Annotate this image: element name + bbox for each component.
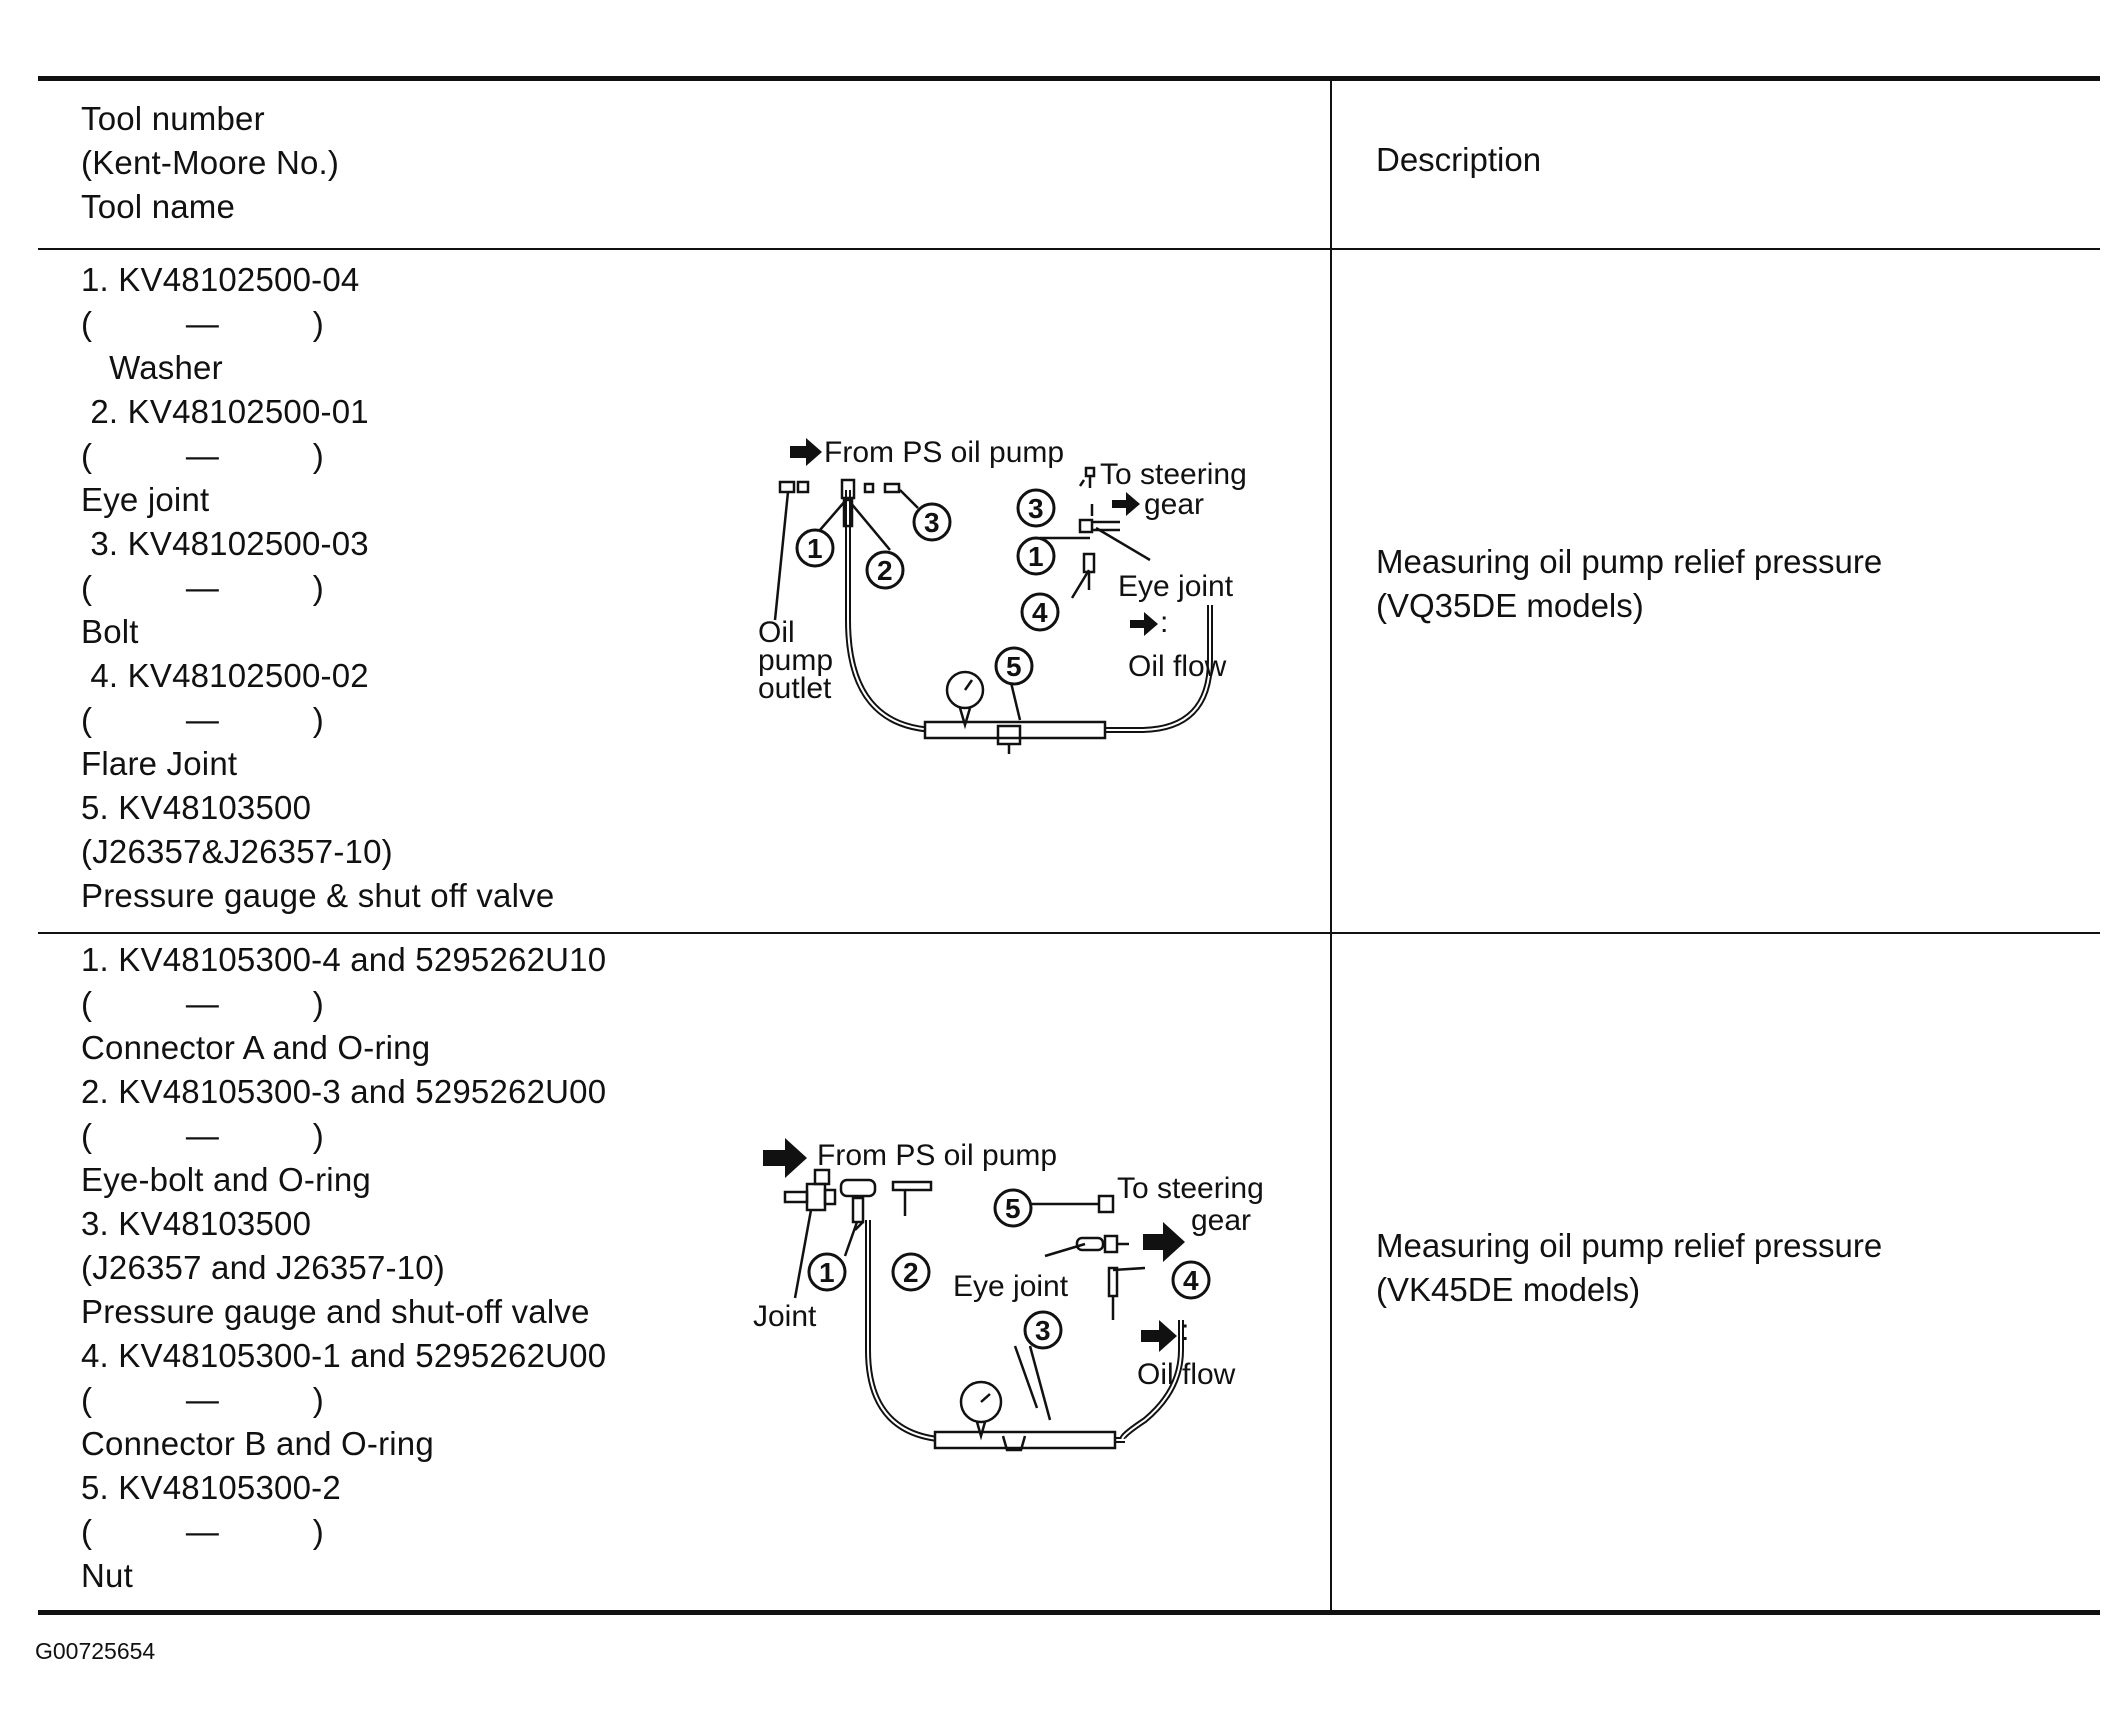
row1-tool-line: 4. KV48102500-02 <box>81 657 369 694</box>
callout-1: 1 <box>819 1257 835 1288</box>
row1-description-line: (VQ35DE models) <box>1376 587 1644 624</box>
outlet-label: Oil <box>758 616 795 649</box>
callout-4: 4 <box>1183 1265 1199 1296</box>
header-tool-number: Tool number <box>81 100 265 137</box>
row2-tool-line: (J26357 and J26357-10) <box>81 1249 446 1286</box>
row2-tool-line: 4. KV48105300-1 and 5295262U00 <box>81 1337 607 1374</box>
from-pump-label: From PS oil pump <box>817 1139 1057 1172</box>
row2-description-line: (VK45DE models) <box>1376 1271 1641 1308</box>
header-tool-name: Tool name <box>81 188 236 225</box>
row1-tool-line: 3. KV48102500-03 <box>81 525 369 562</box>
row1-tool-line: ( — ) <box>81 701 324 738</box>
oil-flow-label: Oil flow <box>1137 1358 1236 1391</box>
row2-tool-line: Eye-bolt and O-ring <box>81 1161 371 1198</box>
row1-tool-line: 2. KV48102500-01 <box>81 393 369 430</box>
row1-tool-line: 5. KV48103500 <box>81 789 312 826</box>
oil-flow-colon: : <box>1181 1314 1189 1347</box>
oil-flow-label: Oil flow <box>1128 650 1227 683</box>
callout-3: 3 <box>1035 1315 1051 1346</box>
row1-tool-line: ( — ) <box>81 305 324 342</box>
callout-5: 5 <box>1005 1193 1021 1224</box>
row1-description-line: Measuring oil pump relief pressure <box>1376 543 1883 580</box>
row1-tool-line: ( — ) <box>81 569 324 606</box>
row2-tool-line: 1. KV48105300-4 and 5295262U10 <box>81 941 607 978</box>
row2-tool-line: 2. KV48105300-3 and 5295262U00 <box>81 1073 607 1110</box>
row2-tool-line: ( — ) <box>81 985 324 1022</box>
callout-2: 2 <box>877 555 893 586</box>
row1-tool-line: 1. KV48102500-04 <box>81 261 360 298</box>
row-divider-rule <box>38 932 2100 934</box>
header-bottom-rule <box>38 248 2100 250</box>
row1-tool-line: Eye joint <box>81 481 210 518</box>
to-steering-label: To steering <box>1100 458 1247 491</box>
callout-1: 1 <box>1028 541 1044 572</box>
row2-tool-line: 3. KV48103500 <box>81 1205 312 1242</box>
row1-tool-line: (J26357&J26357-10) <box>81 833 393 870</box>
gear-label: gear <box>1191 1204 1251 1237</box>
outlet-label: outlet <box>758 672 832 705</box>
row2-description-line: Measuring oil pump relief pressure <box>1376 1227 1883 1264</box>
row1-tool-line: Bolt <box>81 613 139 650</box>
vq35de-pressure-gauge-diagram: 1 2 3 3 1 4 5 From PS oil pump To steeri… <box>758 436 1247 754</box>
callout-3: 3 <box>924 507 940 538</box>
callout-2: 2 <box>903 1257 919 1288</box>
figure-id: G00725654 <box>35 1638 156 1664</box>
oil-flow-colon: : <box>1160 606 1168 639</box>
row1-tool-line: ( — ) <box>81 437 324 474</box>
callout-3: 3 <box>1028 493 1044 524</box>
gear-label: gear <box>1144 488 1204 521</box>
table-bottom-rule <box>38 1610 2100 1615</box>
row2-tool-line: 5. KV48105300-2 <box>81 1469 341 1506</box>
to-steering-label: To steering <box>1117 1172 1264 1205</box>
outlet-label: pump <box>758 644 833 677</box>
header-description: Description <box>1376 141 1542 178</box>
table-top-rule <box>38 76 2100 81</box>
row1-tool-line: Washer <box>81 349 223 386</box>
row2-tool-line: ( — ) <box>81 1117 324 1154</box>
row2-tool-line: ( — ) <box>81 1381 324 1418</box>
eye-joint-label: Eye joint <box>1118 570 1234 603</box>
row2-tool-line: Connector B and O-ring <box>81 1425 434 1462</box>
header-kent-moore: (Kent-Moore No.) <box>81 144 340 181</box>
from-pump-label: From PS oil pump <box>824 436 1064 469</box>
row2-tool-line: Nut <box>81 1557 133 1594</box>
callout-5: 5 <box>1006 651 1022 682</box>
callout-4: 4 <box>1032 597 1048 628</box>
row1-tool-line: Pressure gauge & shut off valve <box>81 877 555 914</box>
callout-1: 1 <box>807 533 823 564</box>
column-divider-rule <box>1330 80 1332 1611</box>
row2-tool-line: Connector A and O-ring <box>81 1029 431 1066</box>
row2-tool-line: ( — ) <box>81 1513 324 1550</box>
eye-joint-label: Eye joint <box>953 1270 1069 1303</box>
row1-tool-line: Flare Joint <box>81 745 238 782</box>
joint-label: Joint <box>753 1300 817 1333</box>
row2-tool-line: Pressure gauge and shut-off valve <box>81 1293 590 1330</box>
vk45de-pressure-gauge-diagram: 1 2 5 4 3 From PS oil pump To steering g… <box>753 1138 1264 1452</box>
